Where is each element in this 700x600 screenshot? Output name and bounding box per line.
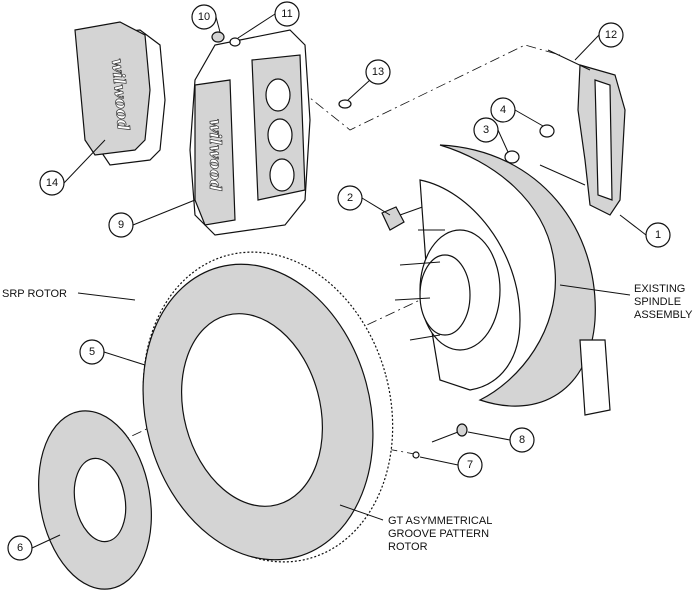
svg-text:4: 4 bbox=[500, 104, 506, 116]
svg-text:12: 12 bbox=[605, 29, 617, 41]
washer-7 bbox=[412, 451, 420, 459]
svg-text:11: 11 bbox=[281, 8, 292, 20]
mounting-bracket bbox=[539, 49, 626, 216]
label-spindle-1: EXISTING bbox=[634, 283, 685, 295]
label-gt-rotor-2: GROOVE PATTERN bbox=[388, 528, 489, 540]
svg-text:7: 7 bbox=[467, 459, 473, 471]
callout-3: 3 bbox=[473, 117, 499, 143]
callout-14: 14 bbox=[39, 170, 65, 196]
svg-text:1: 1 bbox=[655, 229, 661, 241]
label-spindle-3: ASSEMBLY bbox=[634, 309, 693, 321]
centerline-bracket bbox=[299, 44, 561, 131]
svg-text:2: 2 bbox=[347, 192, 353, 204]
srp-rotor bbox=[142, 251, 394, 563]
callouts: 1 2 3 4 5 6 7 8 9 10 11 12 13 14 bbox=[7, 1, 671, 561]
callout-1: 1 bbox=[645, 222, 671, 248]
washer-13 bbox=[338, 99, 352, 109]
rotor-hat bbox=[38, 410, 152, 590]
leader-lines bbox=[31, 13, 647, 549]
svg-text:10: 10 bbox=[198, 11, 210, 23]
bolt-8-head bbox=[456, 423, 468, 437]
callout-6: 6 bbox=[7, 535, 33, 561]
svg-text:13: 13 bbox=[372, 66, 384, 78]
label-spindle-2: SPINDLE bbox=[634, 296, 681, 308]
callout-11: 11 bbox=[274, 1, 300, 27]
callout-9: 9 bbox=[108, 212, 134, 238]
callout-12: 12 bbox=[598, 22, 624, 48]
caliper: wilwood bbox=[189, 29, 311, 236]
shim-3 bbox=[504, 150, 520, 164]
svg-text:6: 6 bbox=[17, 542, 23, 554]
callout-5: 5 bbox=[79, 339, 105, 365]
svg-text:5: 5 bbox=[89, 346, 95, 358]
caliper-logo: wilwood bbox=[206, 119, 225, 191]
svg-text:3: 3 bbox=[483, 124, 489, 136]
svg-text:8: 8 bbox=[519, 434, 525, 446]
callout-13: 13 bbox=[365, 59, 391, 85]
callout-4: 4 bbox=[490, 97, 516, 123]
callout-7: 7 bbox=[457, 452, 483, 478]
svg-text:9: 9 bbox=[118, 219, 124, 231]
callout-2: 2 bbox=[337, 185, 363, 211]
svg-text:14: 14 bbox=[46, 177, 58, 189]
bolt-2 bbox=[381, 204, 429, 231]
label-gt-rotor-1: GT ASYMMETRICAL bbox=[388, 515, 492, 527]
bolt-8 bbox=[431, 431, 459, 443]
bleed-screw bbox=[211, 31, 225, 43]
brake-pads: wilwood bbox=[74, 21, 166, 166]
callout-10: 10 bbox=[191, 4, 217, 30]
washer-11 bbox=[229, 37, 241, 47]
shim-4 bbox=[539, 124, 555, 138]
callout-8: 8 bbox=[509, 427, 535, 453]
existing-spindle-assembly bbox=[394, 144, 611, 416]
label-srp-rotor: SRP ROTOR bbox=[2, 288, 67, 300]
label-gt-rotor-3: ROTOR bbox=[388, 541, 428, 553]
